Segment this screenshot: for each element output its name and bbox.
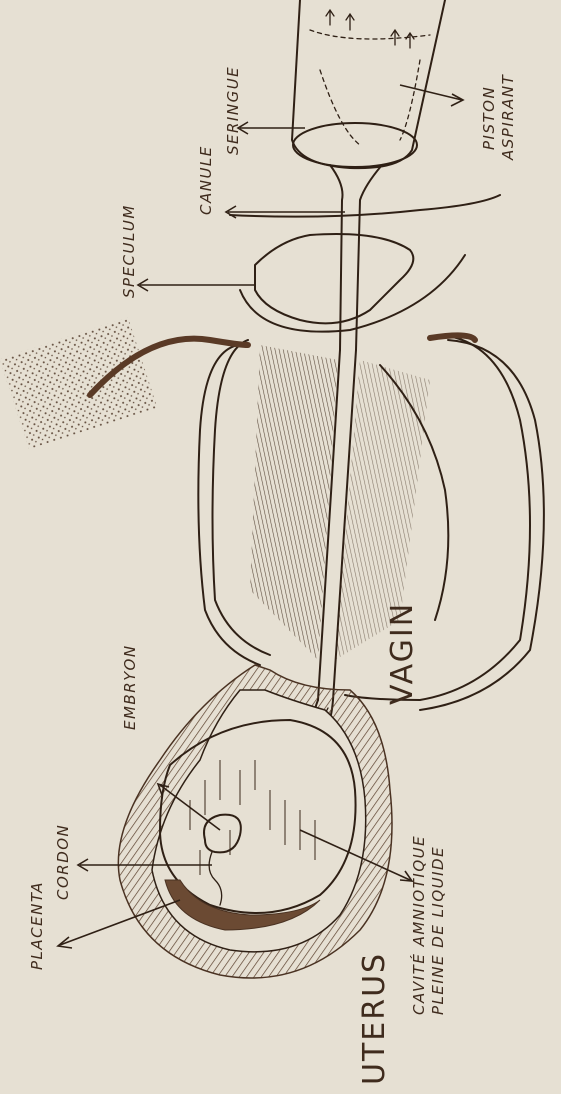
label-seringue: SERINGUE (224, 66, 242, 155)
label-piston: PISTON (480, 86, 498, 150)
speculum (230, 195, 500, 332)
label-vagin: VAGIN (385, 602, 420, 705)
vagina (198, 335, 544, 710)
label-cavite-line1: CAVITÉ AMNIOTIQUE (409, 835, 428, 1015)
syringe (292, 0, 445, 168)
label-uterus: UTERUS (357, 952, 392, 1085)
label-embryon: EMBRYON (121, 644, 139, 730)
label-cavite-line2: PLEINE DE LIQUIDE (429, 846, 447, 1015)
label-speculum: SPECULUM (120, 204, 138, 298)
pubic-hair (0, 317, 157, 449)
label-aspirant: ASPIRANT (499, 73, 517, 161)
label-cordon: CORDON (54, 824, 72, 900)
label-placenta: PLACENTA (28, 881, 46, 970)
label-canule: CANULE (197, 145, 215, 215)
